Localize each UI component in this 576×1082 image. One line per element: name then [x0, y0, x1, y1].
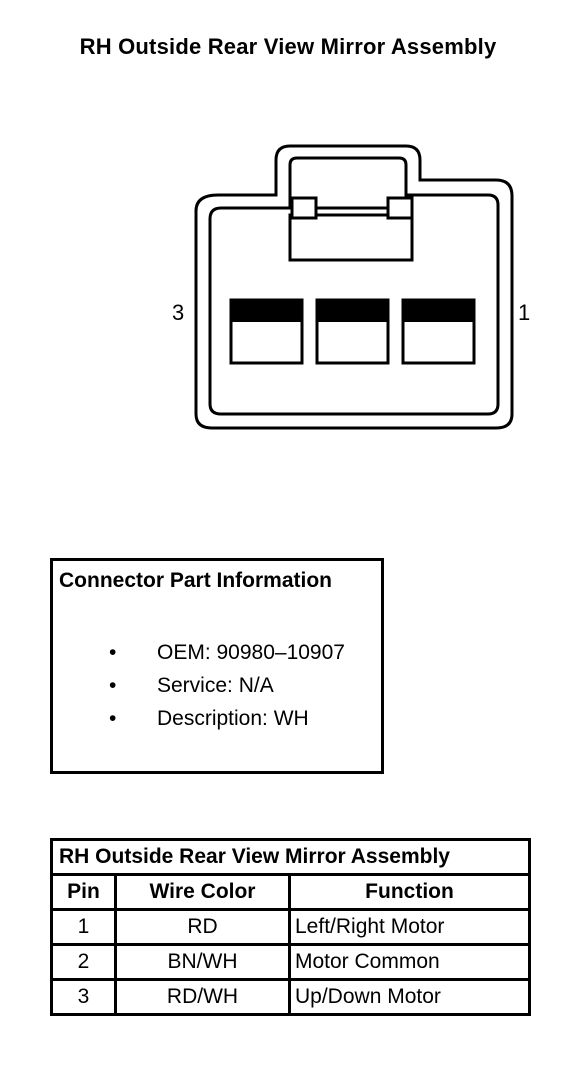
latch-step-right [386, 196, 414, 220]
cell-function: Up/Down Motor [288, 978, 531, 1016]
cell-pin: 1 [50, 908, 117, 946]
header-wire-color: Wire Color [114, 873, 291, 911]
table-row: 2 BN/WH Motor Common [50, 943, 531, 981]
table-row: 1 RD Left/Right Motor [50, 908, 531, 946]
info-item-text: OEM: 90980–10907 [157, 641, 345, 664]
cell-wire-color: RD [114, 908, 291, 946]
cell-wire-color: BN/WH [114, 943, 291, 981]
bullet-icon: • [109, 674, 117, 697]
pin-cavity-1 [401, 298, 476, 365]
pin-cavity-3 [229, 298, 304, 365]
pin-label-right: 1 [518, 300, 531, 325]
pinout-table: RH Outside Rear View Mirror Assembly Pin… [50, 838, 531, 1016]
pin-label-left: 3 [172, 300, 185, 325]
page-title: RH Outside Rear View Mirror Assembly [79, 34, 497, 59]
latch-step-left [290, 196, 318, 220]
table-title: RH Outside Rear View Mirror Assembly [50, 838, 531, 876]
header-pin: Pin [50, 873, 117, 911]
bullet-icon: • [109, 641, 117, 664]
cell-pin: 2 [50, 943, 117, 981]
info-item-text: Service: N/A [157, 674, 274, 697]
connector-housing-inner [208, 156, 500, 416]
cell-function: Left/Right Motor [288, 908, 531, 946]
pin-cavity-2 [315, 298, 390, 365]
bullet-icon: • [109, 707, 117, 730]
info-heading: Connector Part Information [59, 569, 333, 592]
cell-pin: 3 [50, 978, 117, 1016]
connector-housing-outer [194, 144, 514, 430]
info-item-text: Description: WH [157, 707, 309, 730]
connector-face-diagram [194, 144, 514, 430]
cell-function: Motor Common [288, 943, 531, 981]
table-row: 3 RD/WH Up/Down Motor [50, 978, 531, 1016]
header-function: Function [288, 873, 531, 911]
connector-part-info-box: Connector Part Information • OEM: 90980–… [50, 558, 384, 774]
cell-wire-color: RD/WH [114, 978, 291, 1016]
connector-latch [288, 213, 414, 262]
